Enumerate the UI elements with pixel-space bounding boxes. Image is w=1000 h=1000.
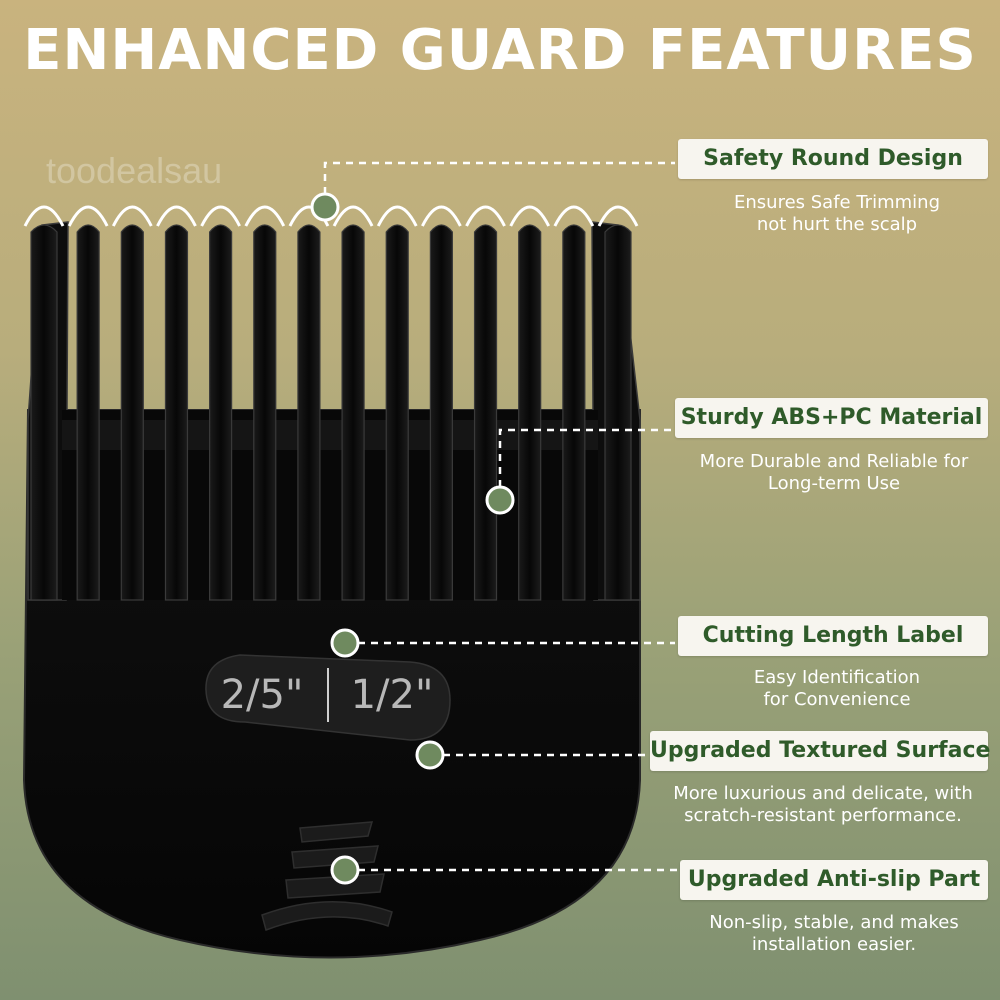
guard-tooth bbox=[297, 224, 321, 601]
dot-material bbox=[485, 485, 515, 515]
guard-tooth bbox=[429, 224, 453, 601]
dot-length-label bbox=[330, 628, 360, 658]
safety-arc bbox=[156, 205, 197, 227]
guard-tooth bbox=[473, 224, 498, 601]
guard-tooth bbox=[76, 224, 100, 601]
safety-arc bbox=[597, 205, 639, 227]
safety-arc bbox=[376, 205, 418, 227]
length-left-text: 2/5" bbox=[221, 672, 304, 718]
safety-arc bbox=[23, 205, 65, 227]
safety-arc bbox=[421, 205, 462, 227]
feature-label-safety-round: Safety Round Design bbox=[678, 139, 988, 179]
guard-tooth bbox=[164, 224, 189, 601]
dot-safety-round bbox=[310, 192, 340, 222]
feature-label-textured-surface: Upgraded Textured Surface bbox=[650, 731, 990, 771]
safety-arc bbox=[509, 205, 551, 227]
safety-arc bbox=[553, 205, 595, 227]
feature-label-anti-slip: Upgraded Anti-slip Part bbox=[680, 860, 988, 900]
feature-label-material: Sturdy ABS+PC Material bbox=[675, 398, 988, 438]
dot-textured-surface bbox=[415, 740, 445, 770]
safety-arc bbox=[244, 205, 286, 227]
length-right-text: 1/2" bbox=[351, 672, 434, 718]
safety-arc bbox=[332, 205, 374, 227]
watermark-text: toodealsau bbox=[46, 150, 223, 191]
guard-tooth bbox=[120, 224, 144, 601]
anti-slip-ridges bbox=[261, 821, 393, 931]
guard-tooth bbox=[385, 224, 409, 601]
safety-arc bbox=[200, 205, 241, 227]
guard-tooth bbox=[562, 224, 586, 601]
guard-tooth bbox=[341, 224, 365, 601]
safety-arc bbox=[67, 205, 109, 227]
callout-dots bbox=[310, 192, 515, 885]
page-title: ENHANCED GUARD FEATURES bbox=[23, 18, 977, 83]
callout-lines bbox=[323, 161, 680, 872]
guard-tooth bbox=[209, 224, 233, 601]
guard-teeth bbox=[30, 224, 632, 601]
guard-tooth bbox=[604, 224, 632, 601]
dot-anti-slip bbox=[330, 855, 360, 885]
safety-arc bbox=[111, 205, 153, 227]
guard-tooth bbox=[518, 224, 542, 601]
guard-tooth bbox=[30, 224, 58, 601]
safety-arc bbox=[465, 205, 506, 227]
feature-label-length-label: Cutting Length Label bbox=[678, 616, 988, 656]
guard-tooth bbox=[253, 224, 277, 601]
